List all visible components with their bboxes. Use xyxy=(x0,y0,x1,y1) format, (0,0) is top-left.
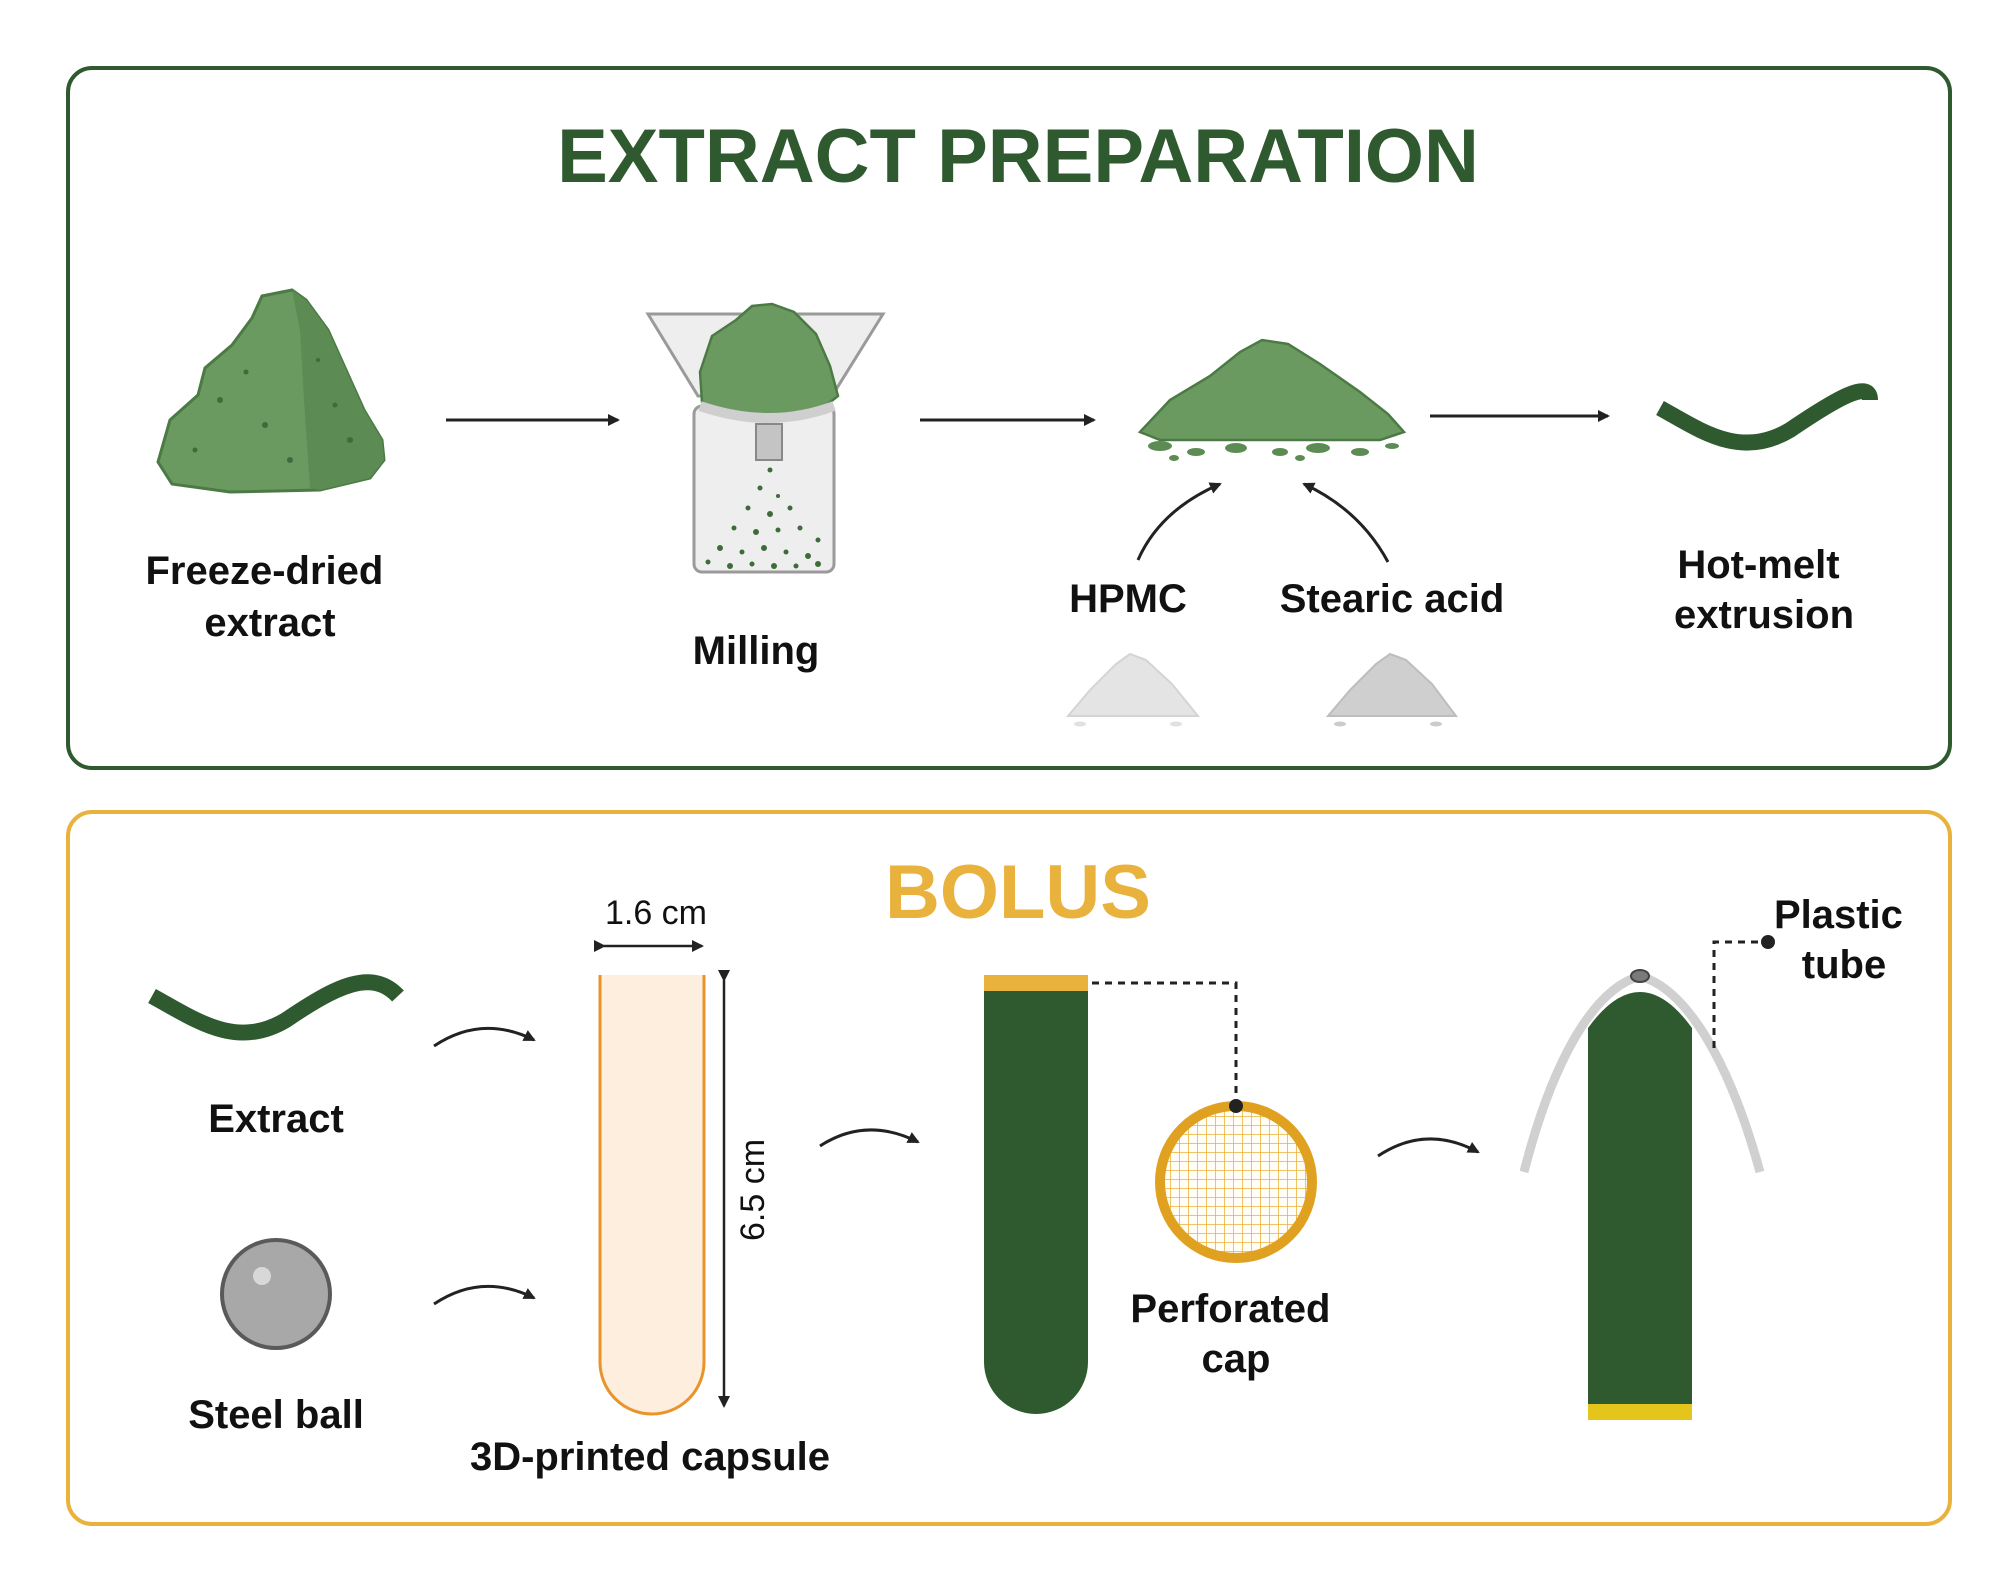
hot-melt-label: Hot-melt extrusion xyxy=(1674,543,1854,637)
stearic-acid-label: Stearic acid xyxy=(1280,577,1505,621)
extrudate-strand-icon xyxy=(1656,383,1878,451)
final-bolus-icon xyxy=(1519,969,1765,1420)
tube-callout-dot xyxy=(1761,935,1775,949)
bolus-title: BOLUS xyxy=(885,850,1151,935)
extract-preparation-panel xyxy=(66,66,1952,770)
tube-callout-line xyxy=(1712,940,1764,1048)
perforated-cap-icon xyxy=(1155,1099,1317,1263)
powder-pile-icon xyxy=(156,288,386,494)
filled-capsule-icon xyxy=(984,975,1088,1414)
extract-label: Extract xyxy=(208,1097,344,1141)
stearic-acid-powder-icon xyxy=(1325,652,1458,727)
capsule-label: 3D-printed capsule xyxy=(470,1435,830,1479)
extract-preparation-title: EXTRACT PREPARATION xyxy=(557,114,1479,199)
stearic-arrow xyxy=(1302,482,1390,563)
cap-callout-line xyxy=(1092,981,1238,1104)
filled-to-bolus-arrow xyxy=(1377,1137,1480,1158)
plastic-tube-label: Plastic tube xyxy=(1774,893,1914,987)
steel-ball-icon xyxy=(220,1238,332,1350)
hpmc-label: HPMC xyxy=(1069,577,1187,621)
hpmc-arrow xyxy=(1136,482,1222,561)
hpmc-powder-icon xyxy=(1065,652,1201,727)
capsule-shell-icon xyxy=(598,975,706,1416)
powder-heap-icon xyxy=(1137,338,1407,461)
steel-ball-label: Steel ball xyxy=(188,1393,364,1437)
ball-to-capsule-arrow xyxy=(433,1284,536,1306)
capsule-to-filled-arrow xyxy=(819,1128,920,1148)
perforated-cap-label: Perforated cap xyxy=(1130,1287,1341,1381)
capsule-length-label: 6.5 cm xyxy=(734,1139,772,1241)
extract-to-capsule-arrow xyxy=(433,1026,536,1048)
extract-strand-icon xyxy=(148,974,404,1041)
freeze-dried-label: Freeze-dried extract xyxy=(146,549,395,645)
capsule-width-label: 1.6 cm xyxy=(605,894,707,932)
mill-funnel-icon xyxy=(645,302,886,574)
milling-label: Milling xyxy=(693,629,820,673)
